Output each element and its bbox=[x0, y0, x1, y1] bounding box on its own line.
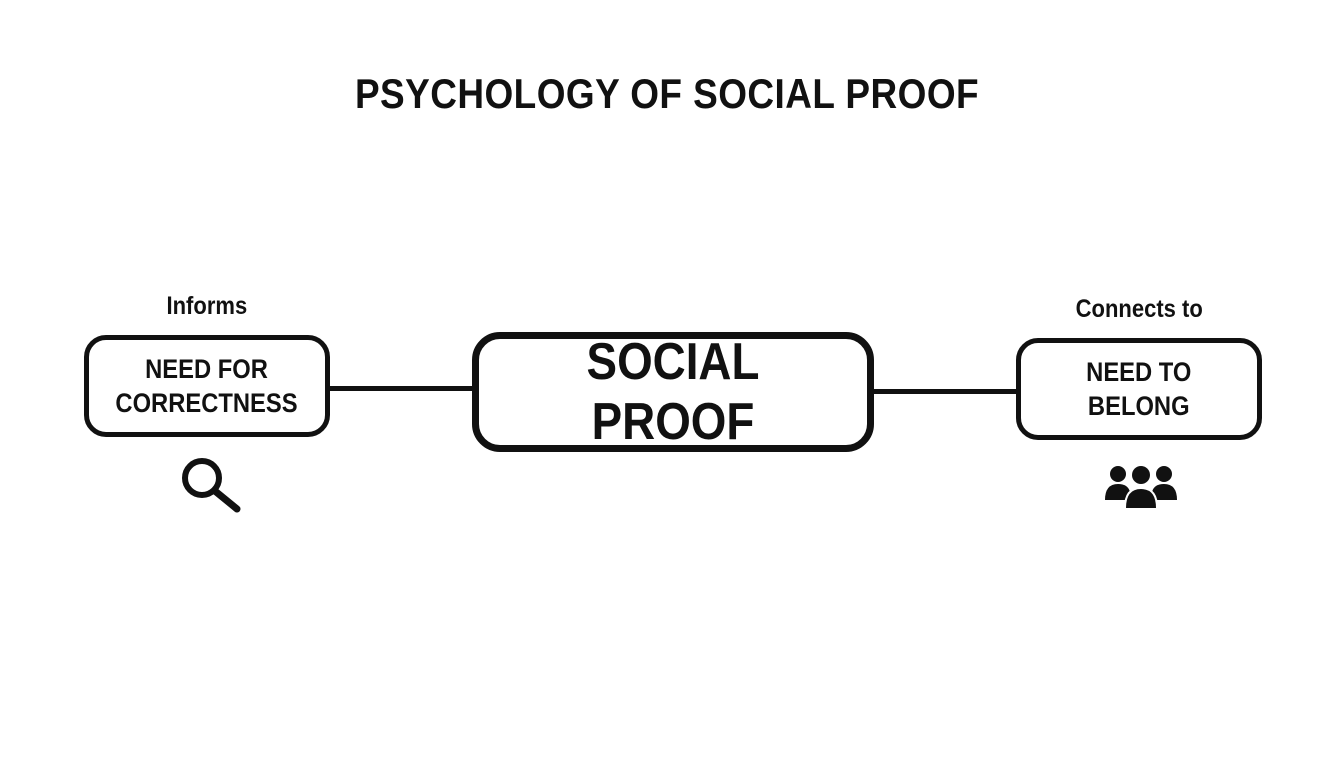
need-for-correctness-label: NEED FOR CORRECTNESS bbox=[115, 354, 299, 418]
left-node-caption-text: Informs bbox=[166, 292, 248, 320]
right-node-caption: Connects to bbox=[1016, 295, 1262, 324]
social-proof-node: SOCIAL PROOF bbox=[472, 332, 874, 452]
social-proof-label: SOCIAL PROOF bbox=[586, 333, 760, 451]
need-for-correctness-node: NEED FOR CORRECTNESS bbox=[84, 335, 330, 437]
need-to-belong-label: NEED TO BELONG bbox=[1086, 357, 1192, 421]
left-node-caption: Informs bbox=[84, 292, 330, 321]
search-icon bbox=[182, 458, 241, 513]
people-group-icon bbox=[1105, 465, 1177, 508]
connector-left bbox=[326, 386, 476, 391]
right-node-caption-text: Connects to bbox=[1075, 295, 1203, 323]
diagram-title: PSYCHOLOGY OF SOCIAL PROOF bbox=[354, 70, 980, 117]
need-to-belong-node: NEED TO BELONG bbox=[1016, 338, 1262, 440]
connector-right bbox=[870, 389, 1020, 394]
